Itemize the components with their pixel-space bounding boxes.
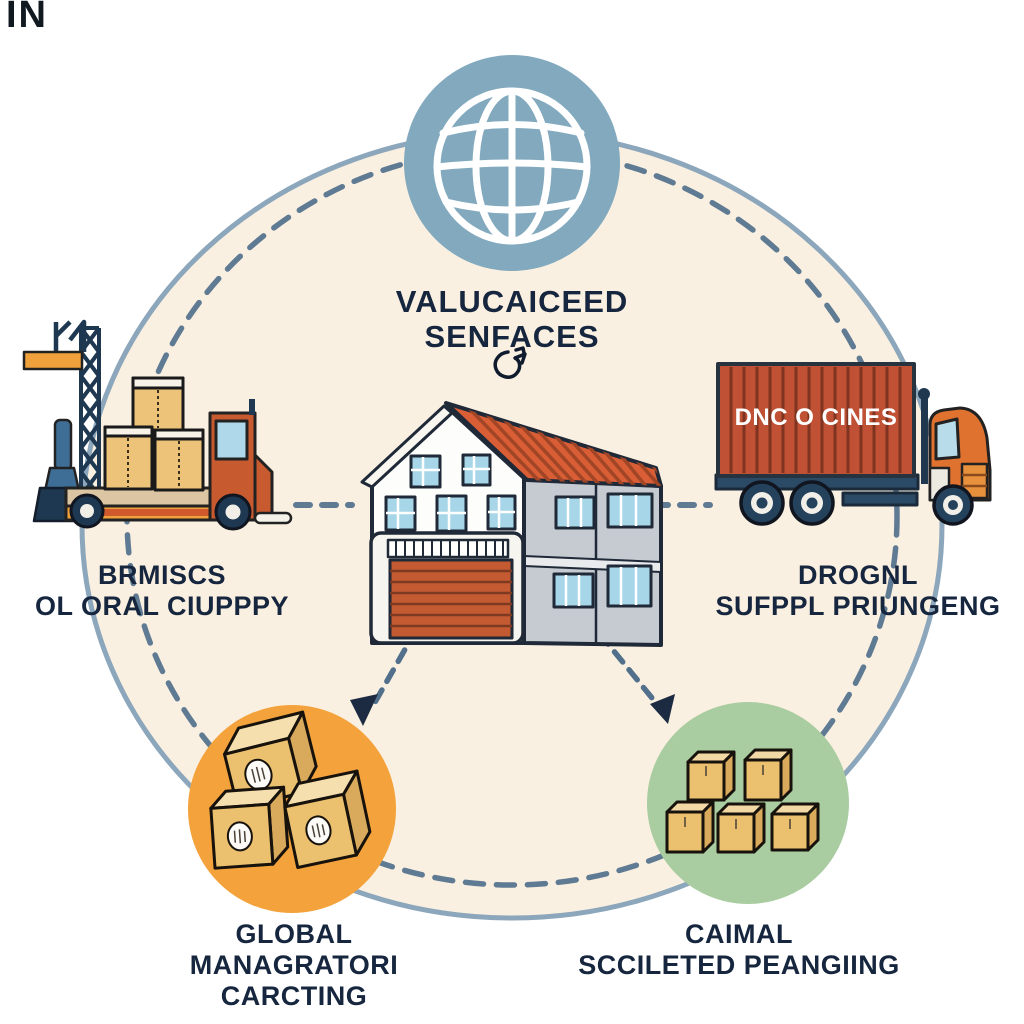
node-bottom-right-line-2: SCCILETED PEANGIING xyxy=(578,950,900,980)
node-bottom-left-line-1: GLOBAL xyxy=(235,919,353,949)
forklift-crane-icon xyxy=(22,319,293,531)
globe-icon xyxy=(404,55,620,271)
node-label-right: DROGNL SUFPPL PRIUNGENG xyxy=(708,560,1008,622)
container-text: DNC O CINES xyxy=(735,404,898,431)
warehouse-building-icon xyxy=(360,401,663,647)
small-crates-icon xyxy=(647,702,849,904)
diagram-title: VALUCAICEED SENFACES xyxy=(360,284,664,354)
title-line-1: VALUCAICEED xyxy=(395,284,629,319)
container-truck-icon: DNC O CINES xyxy=(714,362,992,526)
node-right-line-2: SUFPPL PRIUNGENG xyxy=(715,591,1001,621)
node-label-bottom-right: CAIMAL SCCILETED PEANGIING xyxy=(574,919,904,981)
node-label-left: BRMISCS OL ORAL CIUPPPY xyxy=(28,560,296,622)
node-bottom-left-line-2: MANAGRATORI CARCTING xyxy=(189,950,399,1011)
stacked-boxes-icon xyxy=(188,705,396,913)
node-right-line-1: DROGNL xyxy=(798,560,918,590)
title-line-2: SENFACES xyxy=(424,319,600,354)
node-label-bottom-left: GLOBAL MANAGRATORI CARCTING xyxy=(126,919,462,1012)
scribble-glyph-icon xyxy=(493,346,527,379)
node-bottom-right-line-1: CAIMAL xyxy=(685,919,793,949)
node-left-line-1: BRMISCS xyxy=(97,560,226,590)
corner-mark: IN xyxy=(6,0,48,36)
node-left-line-2: OL ORAL CIUPPPY xyxy=(34,591,290,621)
